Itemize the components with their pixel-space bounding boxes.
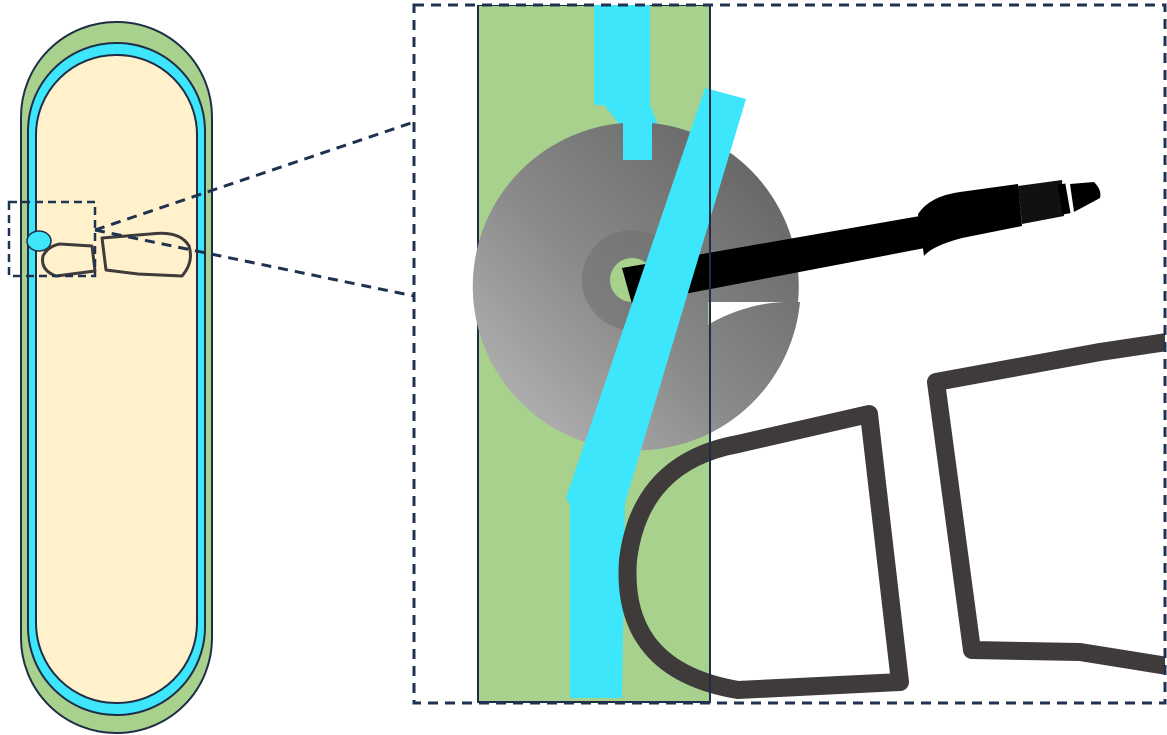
zoomed-view — [414, 5, 1165, 703]
membrane-band-diagonal — [566, 88, 746, 698]
zoom-frame — [412, 3, 1167, 705]
protein-right — [927, 333, 1165, 675]
callout-line-bottom — [94, 228, 415, 298]
audio-jack-icon — [918, 180, 1101, 256]
callout-line-top — [94, 120, 415, 232]
cytoplasm — [35, 54, 198, 704]
hook-rod — [622, 216, 925, 304]
protein-right-small — [100, 231, 192, 278]
membrane-segment-top — [594, 5, 658, 160]
cell-overview — [7, 21, 213, 734]
zoom-region-box — [7, 200, 97, 278]
motor-marker — [26, 230, 52, 252]
protein-left — [618, 405, 909, 699]
protein-left-small — [41, 242, 97, 278]
